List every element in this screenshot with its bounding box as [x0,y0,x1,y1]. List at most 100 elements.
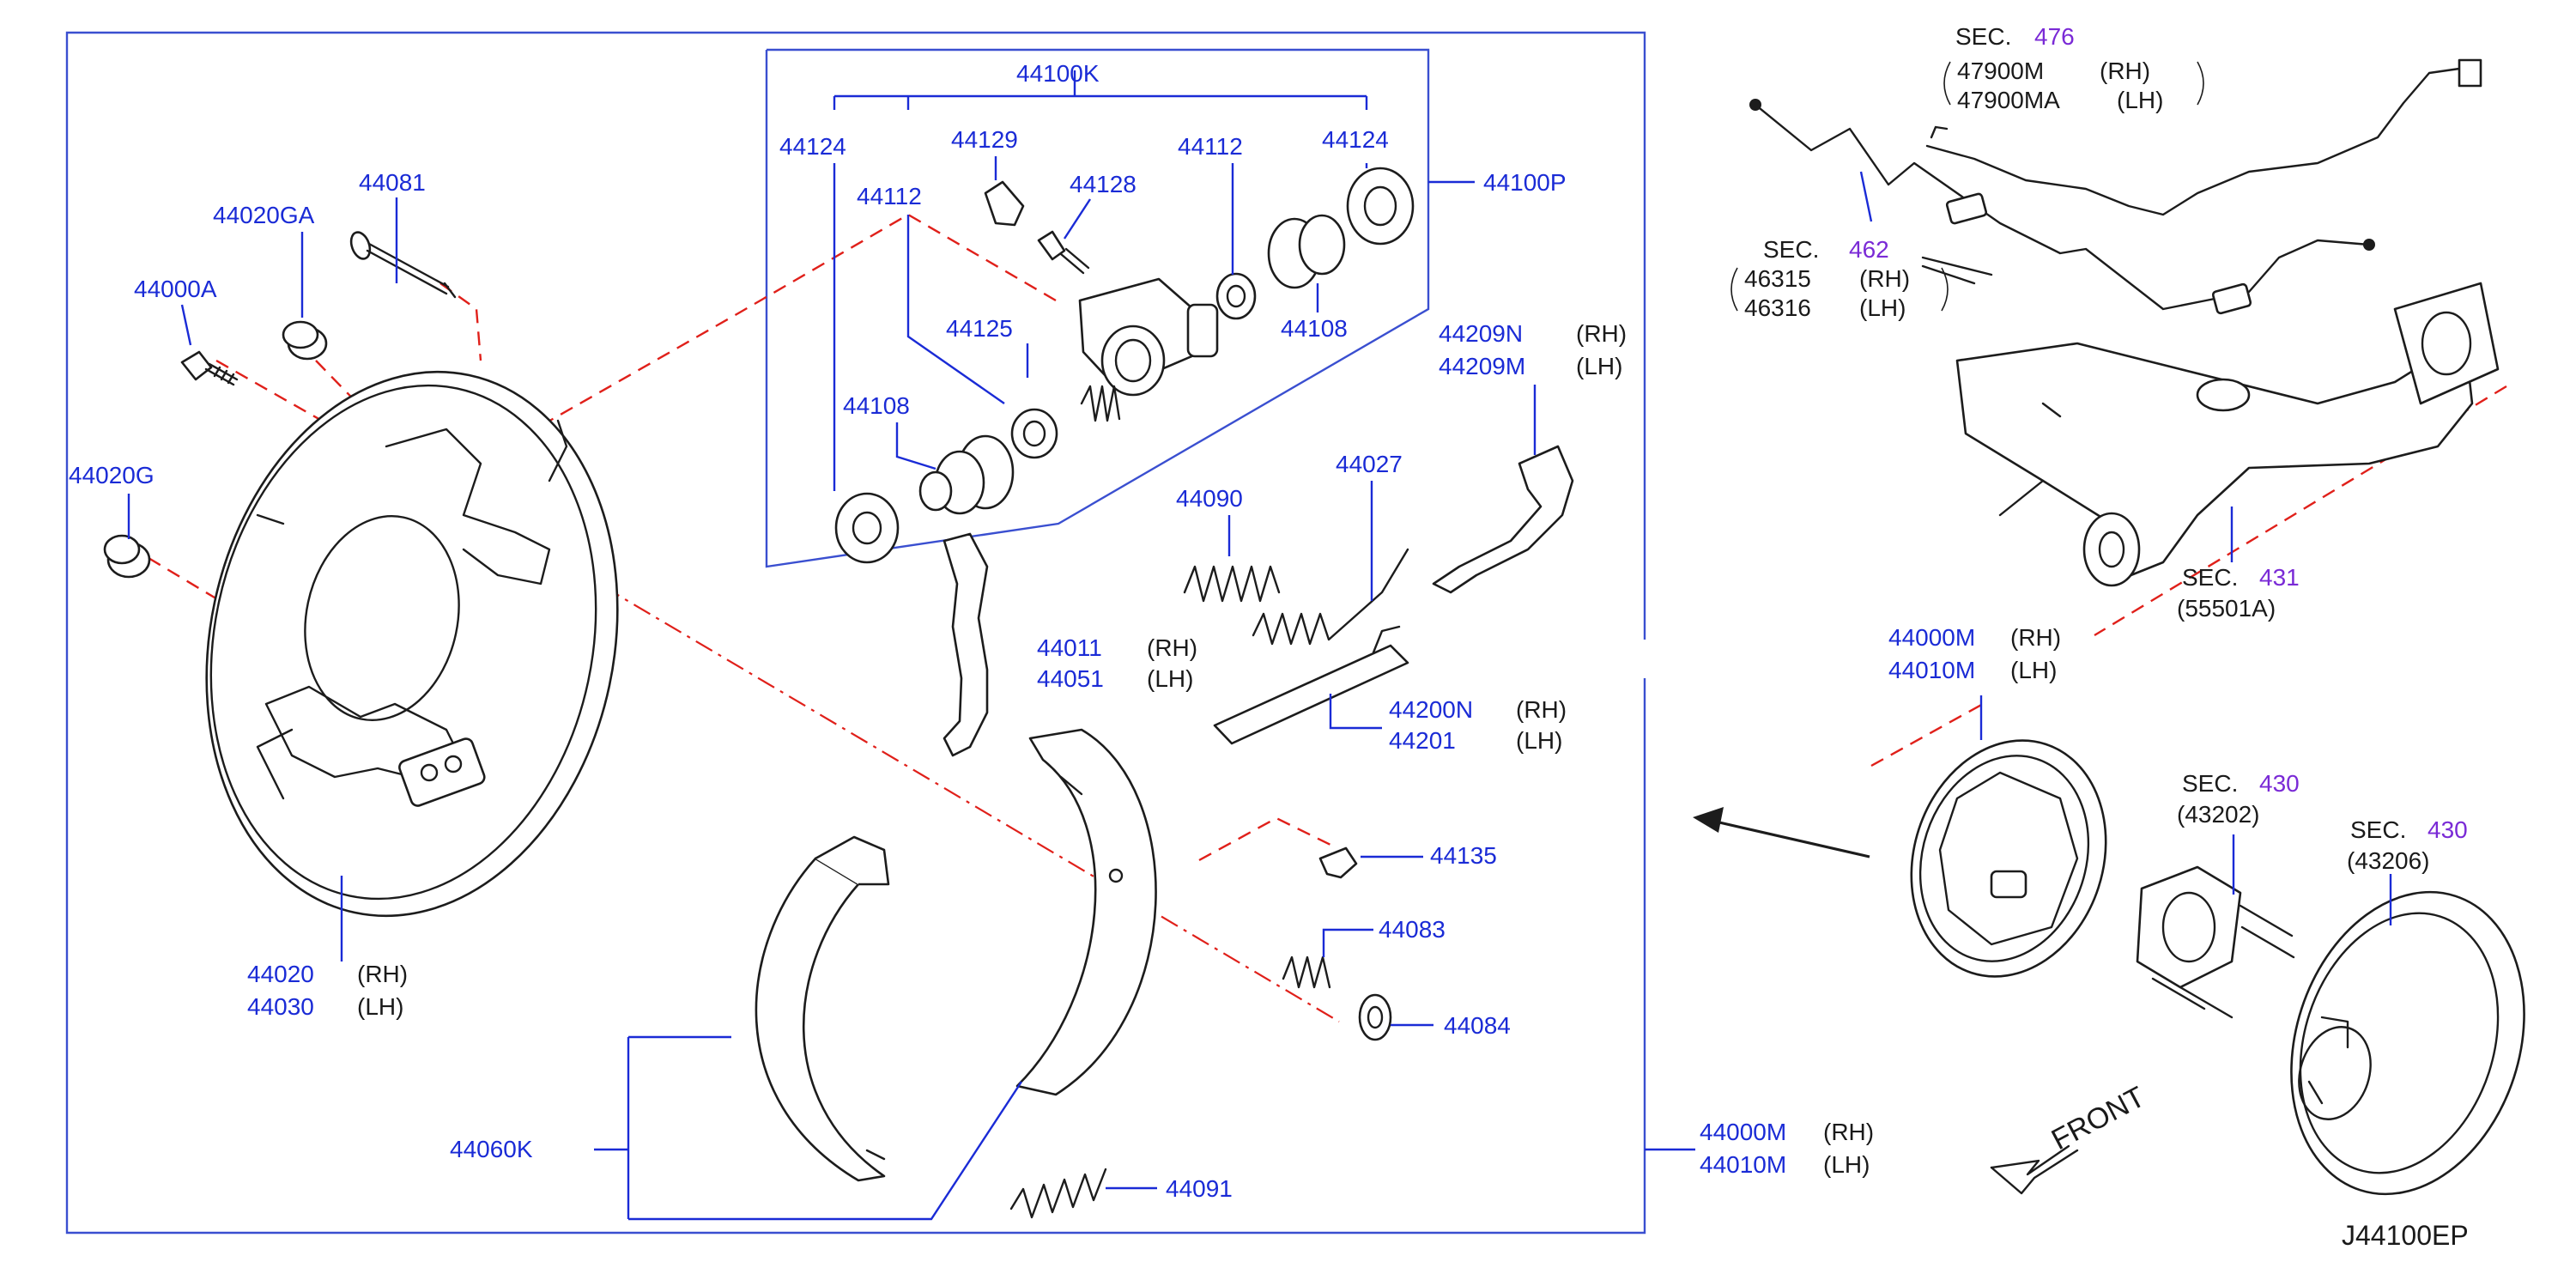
boot-right-illustration [1267,214,1346,289]
label-44010m: 44010M [1700,1151,1786,1178]
label-44108-right: 44108 [1281,315,1348,342]
sec-430-hub-part: (43202) [2177,801,2260,828]
label-44129: 44129 [951,126,1018,153]
label-44100k: 44100K [1016,60,1100,87]
sec-430-drum-part: (43206) [2347,847,2430,874]
sensor-harness-illustration [1925,58,2482,216]
label-44083: 44083 [1379,916,1446,943]
wheel-cylinder-illustration [1078,277,1219,397]
label-44010m-lh: (LH) [1823,1151,1870,1178]
label-44090: 44090 [1176,485,1243,512]
lever-44011-illustration [943,532,989,757]
label-44030: 44030 [247,993,314,1020]
pin-44081-illustration [349,231,457,299]
rear-axle-beam-illustration [1921,256,2500,587]
sec-476-reference: SEC. 476 47900M (RH) 47900MA (LH) [1955,23,2163,113]
sec-462-rh: (RH) [1859,265,1910,292]
label-44020-rh: (RH) [357,961,408,987]
sec-430-hub-prefix: SEC. [2182,770,2238,797]
label-44125: 44125 [946,315,1013,342]
label-44020ga: 44020GA [213,202,315,228]
sec-431-reference: SEC. 431 (55501A) [2177,564,2300,622]
spring-44090-illustration [1183,565,1281,603]
label-44010m-inset-lh: (LH) [2010,657,2057,683]
wheel-cylinder-kit-box [765,48,1430,568]
sec-462-prefix: SEC. [1763,236,1819,263]
label-44209n: 44209N [1439,320,1523,347]
sec-430-hub-number: 430 [2259,770,2300,797]
spring-44083-illustration [1282,956,1331,989]
label-44209m-lh: (LH) [1576,353,1622,379]
label-44011-rh: (RH) [1147,634,1197,661]
label-44000m-inset-rh: (RH) [2010,624,2061,651]
sec-462-number: 462 [1849,236,1889,263]
bolt-44000a-illustration [180,350,239,386]
spring-44091-illustration [1009,1168,1107,1219]
label-44030-lh: (LH) [357,993,403,1020]
label-44209n-rh: (RH) [1576,320,1627,347]
label-44108-left: 44108 [843,392,910,419]
backing-plate-illustration [205,370,619,918]
sec-476-part-rh: 47900M [1957,58,2044,84]
grommet-44020g-illustration [103,534,151,579]
label-44060k: 44060K [450,1136,533,1162]
label-44201: 44201 [1389,727,1456,754]
sec-430-hub-reference: SEC. 430 (43202) [2177,770,2300,828]
front-label: FRONT [2046,1081,2150,1157]
sec-430-drum-reference: SEC. 430 (43206) [2347,816,2468,874]
assembly-arrow-icon [1693,807,1870,858]
spring-44125-illustration [1080,385,1121,422]
sec-476-part-lh: 47900MA [1957,87,2060,113]
label-44027: 44027 [1336,451,1403,477]
spring-44027-illustration [1252,548,1409,646]
label-44084: 44084 [1444,1012,1511,1039]
sec-462-part-rh: 46315 [1744,265,1811,292]
label-44112-right: 44112 [1178,133,1243,160]
sec-430-drum-number: 430 [2428,816,2468,843]
label-44000m-inset: 44000M [1888,624,1975,651]
label-44128: 44128 [1070,171,1136,197]
drum-brake-assembly-inset-illustration [1910,739,2107,978]
brake-shoe-right-illustration [1015,728,1157,1096]
sec-430-drum-prefix: SEC. [2350,816,2406,843]
sec-476-rh: (RH) [2100,58,2150,84]
sec-462-lh: (LH) [1859,294,1906,321]
main-assembly-frame [65,31,1646,1235]
sec-431-prefix: SEC. [2182,564,2238,591]
lever-44209n-illustration [1432,445,1574,594]
bleeder-screw-44128-illustration [1037,230,1090,275]
section-brackets [1730,61,2204,312]
label-44124-left: 44124 [779,133,846,160]
piston-cup-right-illustration [1215,272,1257,320]
label-44209m: 44209M [1439,353,1525,379]
label-44124-right: 44124 [1322,126,1389,153]
label-44112-left: 44112 [857,183,922,209]
grommet-44020ga-illustration [282,320,328,361]
label-44000m-rh: (RH) [1823,1119,1874,1145]
boot-left-illustration [918,434,1015,515]
label-44020g: 44020G [69,462,155,488]
sec-476-lh: (LH) [2117,87,2163,113]
retainer-44084-illustration [1358,993,1392,1041]
piston-left-44124-illustration [834,492,900,564]
sec-476-prefix: SEC. [1955,23,2011,50]
label-44010m-inset: 44010M [1888,657,1975,683]
label-44000m: 44000M [1700,1119,1786,1145]
sec-462-part-lh: 46316 [1744,294,1811,321]
diagram-code: J44100EP [2342,1220,2469,1251]
label-44135: 44135 [1430,842,1497,869]
piston-right-44124-illustration [1346,167,1415,246]
bleeder-cap-44129-illustration [984,180,1025,227]
brake-drum-illustration [2290,890,2525,1196]
brake-tube-illustration [1749,99,2375,315]
piston-cup-left-illustration [1010,408,1058,459]
leader-lines [127,70,2392,1221]
label-44200n: 44200N [1389,696,1473,723]
adjuster-44200n-illustration [1213,625,1409,745]
front-arrow-icon [1990,1144,2079,1195]
clip-44135-illustration [1318,846,1358,879]
label-44091: 44091 [1166,1175,1233,1202]
label-44051-lh: (LH) [1147,665,1193,692]
label-44200n-rh: (RH) [1516,696,1567,723]
